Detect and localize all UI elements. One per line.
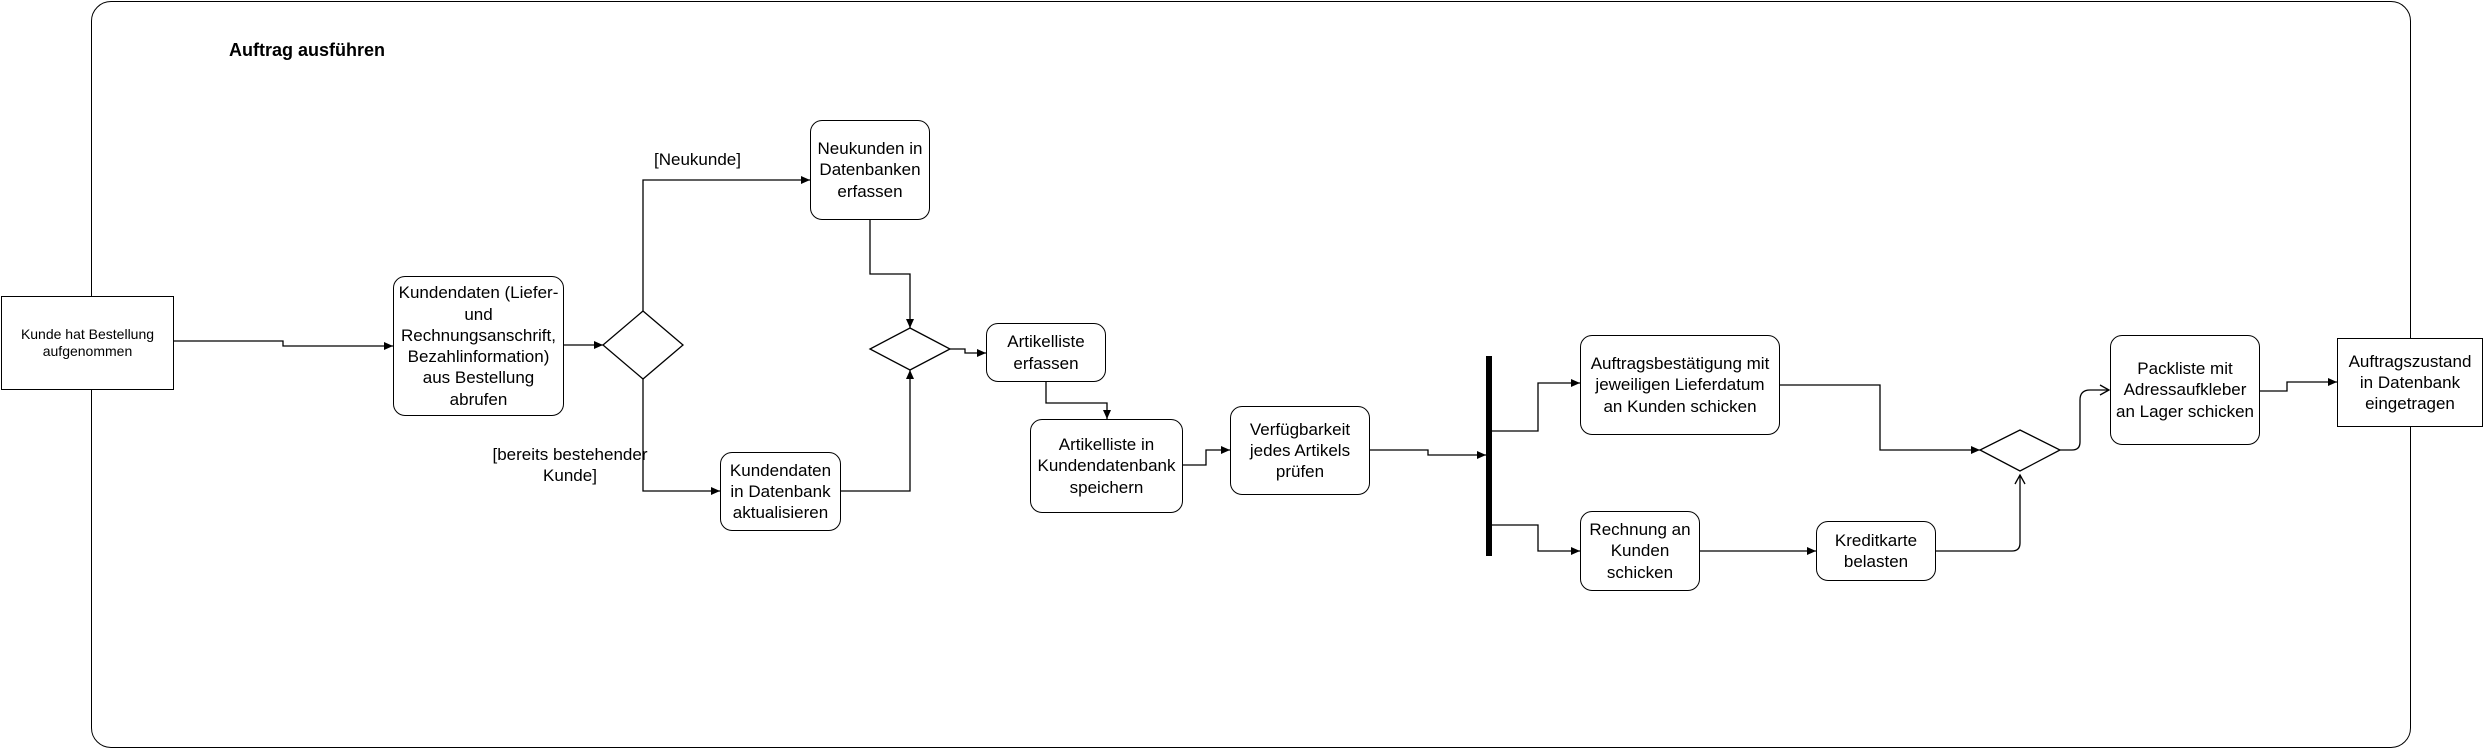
action-kundendaten-abrufen-label: Kundendaten (Liefer- und Rechnungsanschr…: [398, 283, 559, 409]
action-verfuegbarkeit-pruefen: Verfügbarkeit jedes Artikels prüfen: [1230, 406, 1370, 495]
diagram-title: Auftrag ausführen: [229, 40, 386, 60]
end-state: Auftragszustand in Datenbank eingetragen: [2337, 338, 2483, 427]
edge-neukunden-merge: [869, 220, 914, 328]
action-kundendaten-abrufen: Kundendaten (Liefer- und Rechnungsanschr…: [393, 276, 564, 416]
action-verfuegbarkeit-pruefen-label: Verfügbarkeit jedes Artikels prüfen: [1249, 419, 1351, 482]
action-packliste-label: Packliste mit Adressaufkleber an Lager s…: [2116, 359, 2254, 421]
action-neukunden-erfassen: Neukunden in Datenbanken erfassen: [810, 120, 930, 220]
edge-merge-packliste: [2060, 384, 2111, 451]
merge-kundendaten: [868, 327, 952, 371]
edge-kreditkarte-merge: [1936, 473, 2026, 552]
action-kreditkarte-belasten-label: Kreditkarte belasten: [1834, 530, 1918, 571]
edge-decision-neukunden: [642, 176, 810, 311]
guard-bestehender-kunde: [bereits bestehender Kunde]: [492, 445, 648, 486]
edge-merge-artikelliste: [950, 348, 986, 357]
decision-kundentyp: [601, 310, 685, 380]
action-auftragsbestaetigung: Auftragsbestätigung mit jeweiligen Liefe…: [1580, 335, 1780, 435]
edge-speichern-verfuegbarkeit: [1183, 446, 1230, 466]
action-kreditkarte-belasten: Kreditkarte belasten: [1816, 521, 1936, 581]
guard-neukunde: [Neukunde]: [654, 150, 741, 169]
action-artikelliste-erfassen-label: Artikelliste erfassen: [1007, 332, 1085, 373]
start-state: Kunde hat Bestellung aufgenommen: [1, 296, 174, 390]
edge-start-kundendaten: [174, 340, 393, 350]
edge-aktualisieren-merge: [841, 370, 914, 492]
action-rechnung-schicken-label: Rechnung an Kunden schicken: [1589, 520, 1691, 582]
edge-auftragsbestaetigung-merge: [1780, 384, 1980, 454]
end-state-label: Auftragszustand in Datenbank eingetragen: [2348, 351, 2472, 414]
edge-fork-auftragsbestaetigung: [1492, 379, 1580, 432]
action-artikelliste-speichern: Artikelliste in Kundendatenbank speicher…: [1030, 419, 1183, 513]
action-rechnung-schicken: Rechnung an Kunden schicken: [1580, 511, 1700, 591]
action-auftragsbestaetigung-label: Auftragsbestätigung mit jeweiligen Liefe…: [1590, 354, 1770, 416]
edge-packliste-end: [2260, 378, 2337, 392]
edge-decision-aktualisieren: [642, 379, 720, 495]
merge-zahlung: [1978, 429, 2062, 472]
start-state-label: Kunde hat Bestellung aufgenommen: [20, 325, 155, 360]
fork-bar: [1486, 356, 1492, 556]
action-neukunden-erfassen-label: Neukunden in Datenbanken erfassen: [817, 139, 923, 201]
edge-verfuegbarkeit-fork: [1370, 449, 1486, 459]
action-artikelliste-speichern-label: Artikelliste in Kundendatenbank speicher…: [1037, 435, 1176, 497]
edge-fork-rechnung: [1492, 524, 1580, 555]
action-kundendaten-aktualisieren-label: Kundendaten in Datenbank aktualisieren: [729, 460, 832, 523]
action-kundendaten-aktualisieren: Kundendaten in Datenbank aktualisieren: [720, 452, 841, 531]
action-artikelliste-erfassen: Artikelliste erfassen: [986, 323, 1106, 382]
edge-artikelliste-speichern: [1045, 382, 1111, 419]
action-packliste: Packliste mit Adressaufkleber an Lager s…: [2110, 335, 2260, 445]
